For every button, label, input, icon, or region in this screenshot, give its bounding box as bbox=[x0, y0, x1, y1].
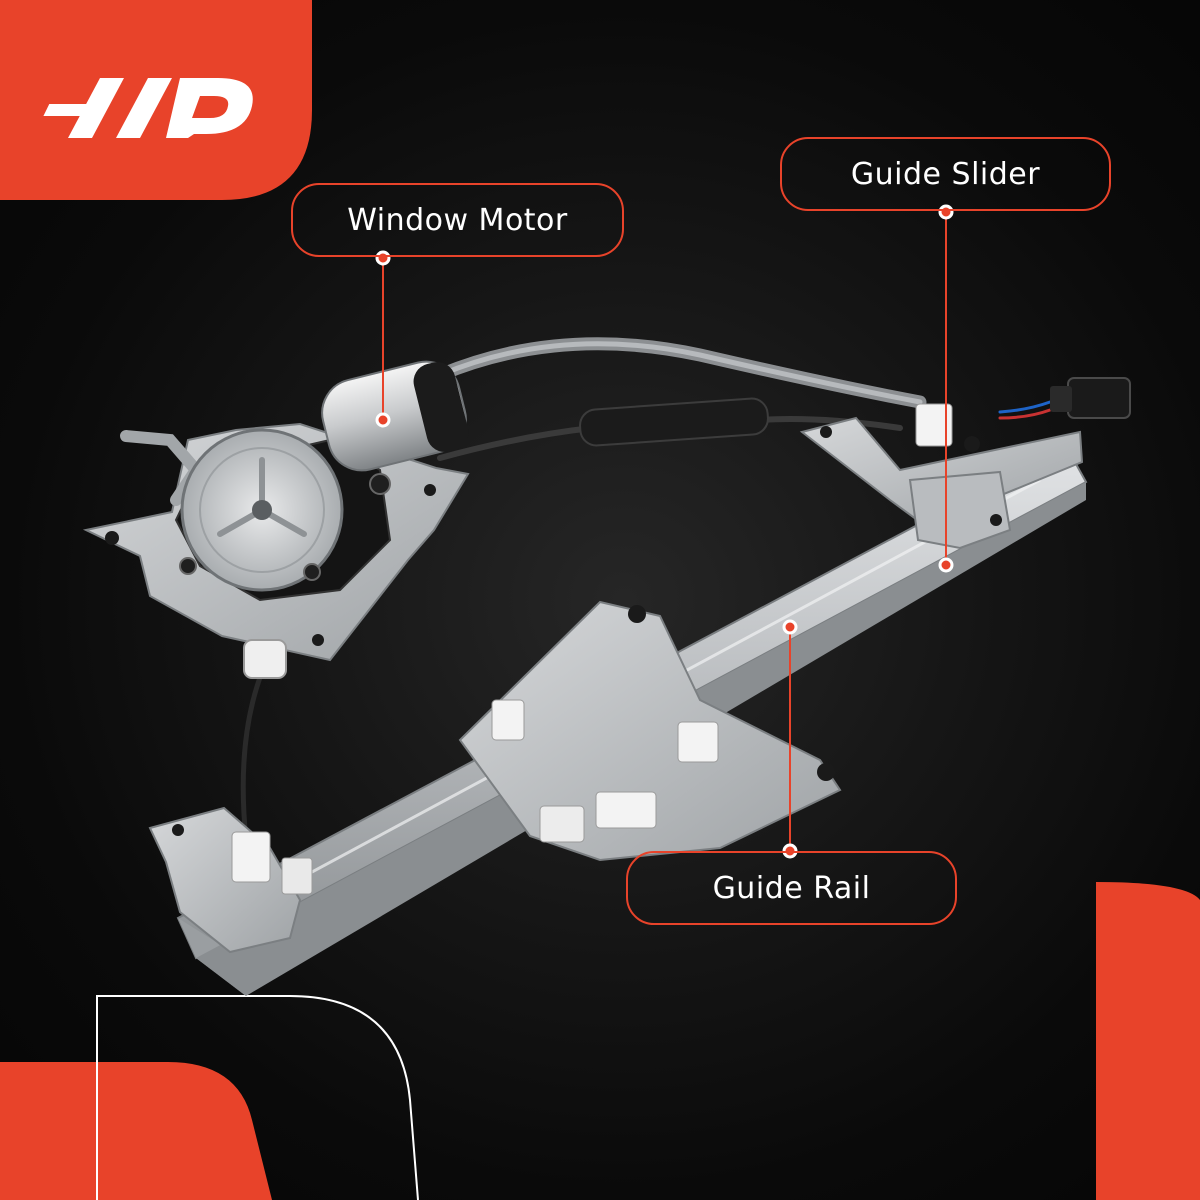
wiring-connector bbox=[1050, 377, 1131, 419]
anchor-dot-guide-rail-point bbox=[782, 619, 798, 635]
regulator-cables bbox=[240, 337, 1052, 843]
window-motor-gearbox bbox=[174, 428, 392, 602]
lower-bracket-plate bbox=[458, 600, 842, 862]
brand-corner-bottom-left bbox=[0, 1062, 272, 1200]
callout-guide-rail: Guide Rail bbox=[626, 851, 957, 925]
brand-logo-icon bbox=[43, 78, 253, 138]
anchor-dot-guide-slider-point bbox=[938, 557, 954, 573]
cable-pulley bbox=[243, 639, 287, 679]
decorative-outline-arc bbox=[96, 995, 419, 1200]
cable-sleeve bbox=[579, 397, 769, 447]
callout-window-motor: Window Motor bbox=[291, 183, 624, 257]
upper-slider-bracket bbox=[799, 403, 1084, 550]
callout-guide-slider: Guide Slider bbox=[780, 137, 1111, 211]
callout-leader-lines bbox=[382, 212, 947, 851]
window-motor-cylinder bbox=[321, 360, 469, 472]
brand-corner-right bbox=[1096, 882, 1200, 1200]
lower-left-bracket bbox=[148, 806, 313, 954]
anchor-dot-window-motor-point bbox=[375, 412, 391, 428]
